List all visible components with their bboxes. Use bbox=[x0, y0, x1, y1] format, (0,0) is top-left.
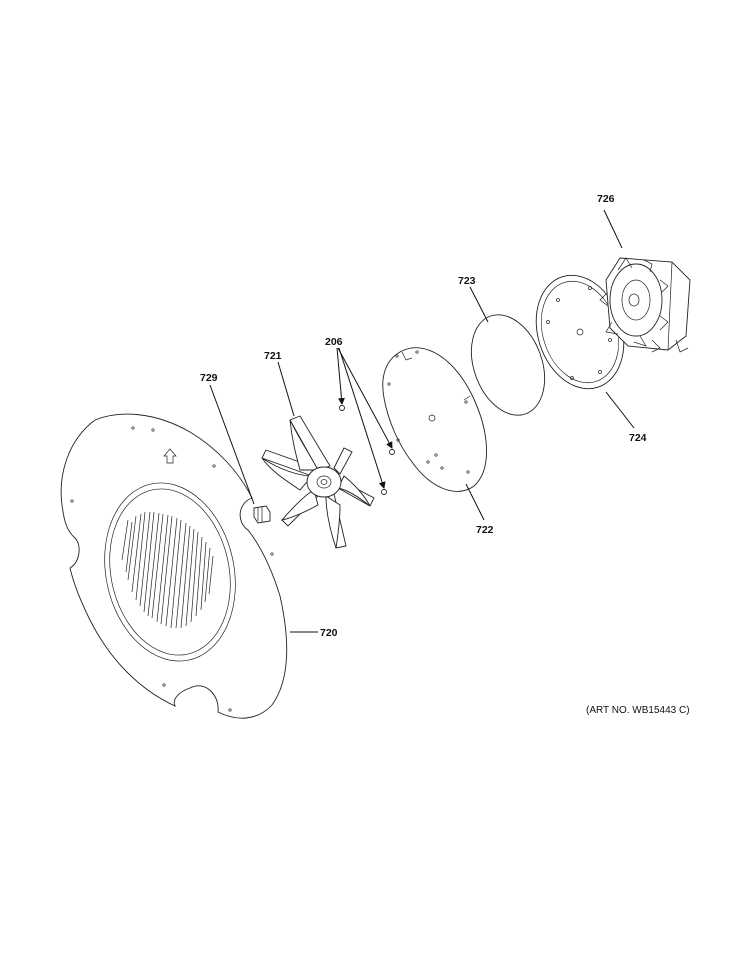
art-number: (ART NO. WB15443 C) bbox=[586, 705, 690, 716]
cover-plate-722 bbox=[382, 347, 487, 492]
callout-721: 721 bbox=[264, 350, 282, 362]
callout-726: 726 bbox=[597, 193, 615, 205]
motor-726 bbox=[599, 257, 691, 353]
fan-blade-721 bbox=[261, 415, 375, 549]
screws-206 bbox=[339, 405, 395, 495]
spacer-729 bbox=[253, 505, 271, 524]
callout-724: 724 bbox=[629, 432, 647, 444]
rear-panel-720 bbox=[60, 413, 288, 719]
callout-729: 729 bbox=[200, 372, 218, 384]
gasket-723 bbox=[470, 314, 546, 416]
callout-723: 723 bbox=[458, 275, 476, 287]
callout-722: 722 bbox=[476, 524, 494, 536]
callout-206: 206 bbox=[325, 336, 343, 348]
callout-720: 720 bbox=[320, 627, 338, 639]
leader-lines bbox=[209, 209, 635, 633]
